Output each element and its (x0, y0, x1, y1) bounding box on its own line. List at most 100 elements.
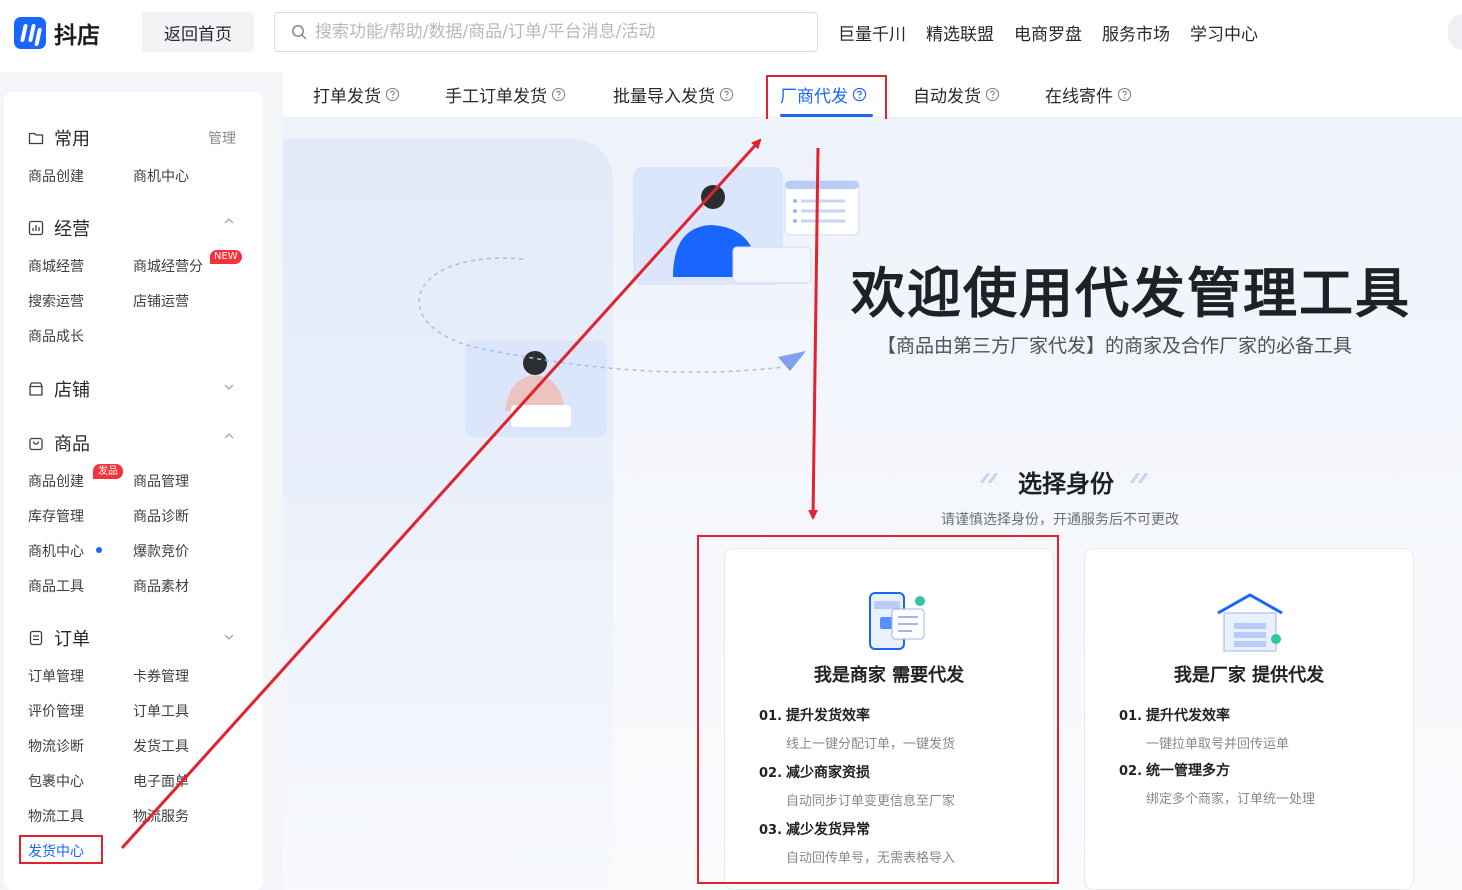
chevron-down-icon[interactable] (222, 380, 236, 394)
sidebar-item-mall-score[interactable]: 商城经营分 (133, 259, 203, 275)
sidebar-item-product-create[interactable]: 商品创建 (28, 474, 84, 490)
feature-desc: 自动回传单号，无需表格导入 (786, 851, 956, 866)
section-goods[interactable]: 商品 (28, 430, 90, 456)
chevron-down-icon[interactable] (222, 630, 236, 644)
feature-number: 01. (1119, 709, 1143, 724)
section-title: 常用 (54, 129, 90, 150)
feature-item: 03.减少发货异常 自动回传单号，无需表格导入 (759, 819, 955, 866)
factory-identity-card[interactable]: 我是厂家 提供代发 01.提升代发效率 一键拉单取号并回传运单 02.统一管理多… (1084, 548, 1414, 890)
tab-label: 自动发货 (913, 87, 981, 107)
section-shop[interactable]: 店铺 (28, 376, 90, 402)
sidebar-item-store-operation[interactable]: 店铺运营 (133, 294, 189, 310)
topnav-learning[interactable]: 学习中心 (1190, 25, 1258, 45)
feature-desc: 一键拉单取号并回传运单 (1146, 737, 1290, 752)
feature-title: 统一管理多方 (1146, 763, 1230, 779)
sidebar-item-e-waybill[interactable]: 电子面单 (133, 774, 189, 790)
sidebar-item-coupon-manage[interactable]: 卡券管理 (133, 669, 189, 685)
sidebar-item-hot-bidding[interactable]: 爆款竞价 (133, 544, 189, 560)
sidebar-item-logistics-tools[interactable]: 物流工具 (28, 809, 84, 825)
sidebar-item-parcel-center[interactable]: 包裹中心 (28, 774, 84, 790)
sidebar-item-mall-operation[interactable]: 商城经营 (28, 259, 84, 275)
sidebar-item-product-growth[interactable]: 商品成长 (28, 329, 84, 345)
sidebar-item-search-operation[interactable]: 搜索运营 (28, 294, 84, 310)
annotation-box-shipping-center (19, 835, 103, 864)
active-tab-indicator (780, 114, 873, 117)
top-nav: 巨量千川 精选联盟 电商罗盘 服务市场 学习中心 (838, 20, 1258, 45)
tab-print-ship[interactable]: 打单发货 (313, 82, 400, 107)
tab-batch-import-ship[interactable]: 批量导入发货 (613, 82, 734, 107)
hero-subtitle: 【商品由第三方厂家代发】的商家及合作厂家的必备工具 (877, 335, 1353, 357)
feature-item: 02.减少商家资损 自动同步订单变更信息至厂家 (759, 762, 955, 809)
chevron-up-icon[interactable] (222, 214, 236, 228)
chevron-up-icon[interactable] (222, 429, 236, 443)
feature-number: 02. (759, 766, 783, 781)
choose-identity-subtitle: 请谨慎选择身份，开通服务后不可更改 (941, 512, 1179, 528)
tab-label: 手工订单发货 (445, 87, 547, 107)
tab-vendor-dropship[interactable]: 厂商代发 (780, 82, 867, 107)
section-title: 店铺 (54, 380, 90, 401)
help-icon[interactable] (385, 87, 400, 102)
topnav-compass[interactable]: 电商罗盘 (1014, 25, 1082, 45)
sidebar-item-product-diagnosis[interactable]: 商品诊断 (133, 509, 189, 525)
help-icon[interactable] (719, 87, 734, 102)
doudian-logo[interactable]: 抖店 (14, 16, 100, 50)
order-icon (29, 630, 43, 646)
sidebar-item-product-tools[interactable]: 商品工具 (28, 579, 84, 595)
back-home-button[interactable]: 返回首页 (142, 12, 254, 52)
feature-title: 提升发货效率 (786, 708, 870, 724)
topnav-service-market[interactable]: 服务市场 (1102, 25, 1170, 45)
topnav-qianchuan[interactable]: 巨量千川 (838, 25, 906, 45)
tab-auto-ship[interactable]: 自动发货 (913, 82, 1000, 107)
sidebar-item-product-manage[interactable]: 商品管理 (133, 474, 189, 490)
doudian-logo-icon (14, 17, 46, 49)
sidebar-item-product-material[interactable]: 商品素材 (133, 579, 189, 595)
new-badge: NEW (210, 250, 242, 264)
topnav-alliance[interactable]: 精选联盟 (926, 25, 994, 45)
factory-warehouse-icon (1217, 593, 1283, 652)
sidebar-item-shipping-tools[interactable]: 发货工具 (133, 739, 189, 755)
decor-slash-left (980, 473, 998, 483)
merchant-identity-card[interactable]: 我是商家 需要代发 01.提升发货效率 线上一键分配订单，一键发货 02.减少商… (724, 548, 1054, 890)
feature-item: 01.提升代发效率 一键拉单取号并回传运单 (1119, 705, 1289, 752)
sidebar-item-review-manage[interactable]: 评价管理 (28, 704, 84, 720)
sidebar-item-shipping-center[interactable]: 发货中心 (28, 844, 84, 860)
section-title: 经营 (54, 219, 90, 240)
sidebar-item-order-manage[interactable]: 订单管理 (28, 669, 84, 685)
choose-identity-title: 选择身份 (1018, 470, 1114, 498)
avatar[interactable] (1448, 14, 1462, 50)
sidebar-item-opportunity[interactable]: 商机中心 (28, 544, 84, 560)
annotation-box-merchant-card (697, 535, 1059, 884)
feature-number: 03. (759, 823, 783, 838)
section-order[interactable]: 订单 (28, 625, 90, 651)
sidebar-item-logistics-diagnosis[interactable]: 物流诊断 (28, 739, 84, 755)
feature-title: 减少发货异常 (786, 822, 870, 838)
tab-online-mail[interactable]: 在线寄件 (1045, 82, 1132, 107)
section-operation[interactable]: 经营 (28, 215, 90, 241)
sidebar-item-inventory[interactable]: 库存管理 (28, 509, 84, 525)
tab-label: 在线寄件 (1045, 87, 1113, 107)
section-common[interactable]: 常用 (28, 125, 90, 151)
decor-slash-right (1130, 473, 1148, 483)
help-icon[interactable] (1117, 87, 1132, 102)
sidebar-item-order-tools[interactable]: 订单工具 (133, 704, 189, 720)
store-icon (29, 382, 43, 396)
search-input[interactable] (315, 22, 795, 42)
manage-link[interactable]: 管理 (208, 131, 236, 147)
hero-title: 欢迎使用代发管理工具 (851, 262, 1411, 325)
sidebar-item-opportunity[interactable]: 商机中心 (133, 169, 189, 185)
feature-item: 02.统一管理多方 绑定多个商家，订单统一处理 (1119, 760, 1315, 807)
help-icon[interactable] (551, 87, 566, 102)
help-icon[interactable] (985, 87, 1000, 102)
tab-bar: 打单发货 手工订单发货 批量导入发货 厂商代发 自动发货 在线寄件 (283, 72, 1462, 118)
sidebar: 常用 管理 商品创建 商机中心 经营 商城经营 商城经营分 NEW 搜索运营 店… (4, 92, 263, 890)
sidebar-item-logistics-service[interactable]: 物流服务 (133, 809, 189, 825)
sidebar-item-product-create[interactable]: 商品创建 (28, 169, 84, 185)
feature-desc: 自动同步订单变更信息至厂家 (786, 794, 956, 809)
logo-text: 抖店 (54, 23, 100, 49)
help-icon[interactable] (852, 87, 867, 102)
global-search[interactable] (274, 12, 818, 52)
annotation-box-vendor-tab (766, 75, 887, 122)
tab-manual-ship[interactable]: 手工订单发货 (445, 82, 566, 107)
feature-title: 提升代发效率 (1146, 708, 1230, 724)
factory-card-title: 我是厂家 提供代发 (1173, 665, 1325, 686)
